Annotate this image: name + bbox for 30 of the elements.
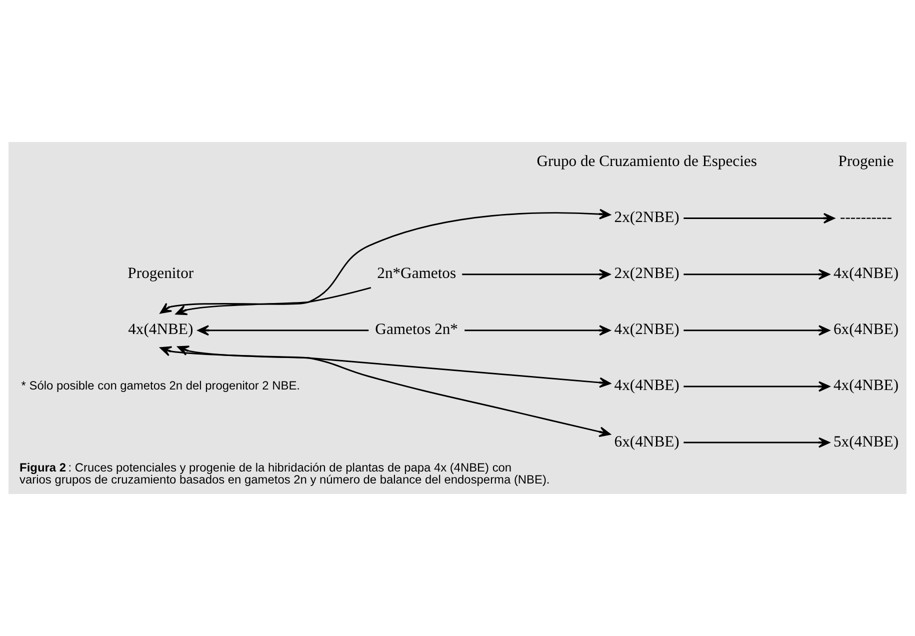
arrow: [462, 269, 610, 280]
label: Grupo de Cruzamiento de Especies: [536, 152, 757, 170]
node-text: 4x(4NBE): [614, 377, 680, 394]
caption: Figura 2: Cruces potenciales y progenie de la hibridación de plantas de papa 4x (4NBE) con varios grupos de cruzamiento basados en gametos 2n y número de balance del endosperma (NBE).: [20, 460, 550, 486]
node-text: 4x(2NBE): [614, 321, 680, 338]
node-text: 5x(4NBE): [834, 433, 899, 450]
node-text: 2x(2NBE): [614, 265, 680, 282]
node-text: 6x(4NBE): [614, 433, 680, 450]
arrow: [198, 325, 369, 336]
node-text: Gametos 2n*: [375, 321, 458, 338]
node-text: 2n*Gametos: [377, 265, 456, 282]
arrow: [176, 286, 372, 316]
label: * Sólo posible con gametos 2n del progenitor 2 NBE.: [21, 378, 300, 393]
arrow: [177, 346, 611, 388]
arrow: [684, 437, 830, 448]
node-text: 4x(4NBE): [834, 265, 899, 282]
label: Progenitor: [128, 265, 194, 282]
node-text: ----------: [840, 209, 892, 226]
node-text: 6x(4NBE): [834, 321, 899, 338]
node-text: 4x(4NBE): [128, 321, 194, 338]
arrow: [684, 325, 830, 336]
node-text: 4x(4NBE): [834, 377, 899, 394]
arrow: [684, 381, 830, 392]
arrow: [684, 269, 830, 280]
node-text: 2x(2NBE): [614, 209, 680, 226]
label: Progenie: [838, 152, 894, 170]
arrow: [160, 346, 611, 438]
arrow: [684, 213, 835, 224]
arrow: [464, 325, 611, 336]
arrow: [160, 208, 611, 314]
